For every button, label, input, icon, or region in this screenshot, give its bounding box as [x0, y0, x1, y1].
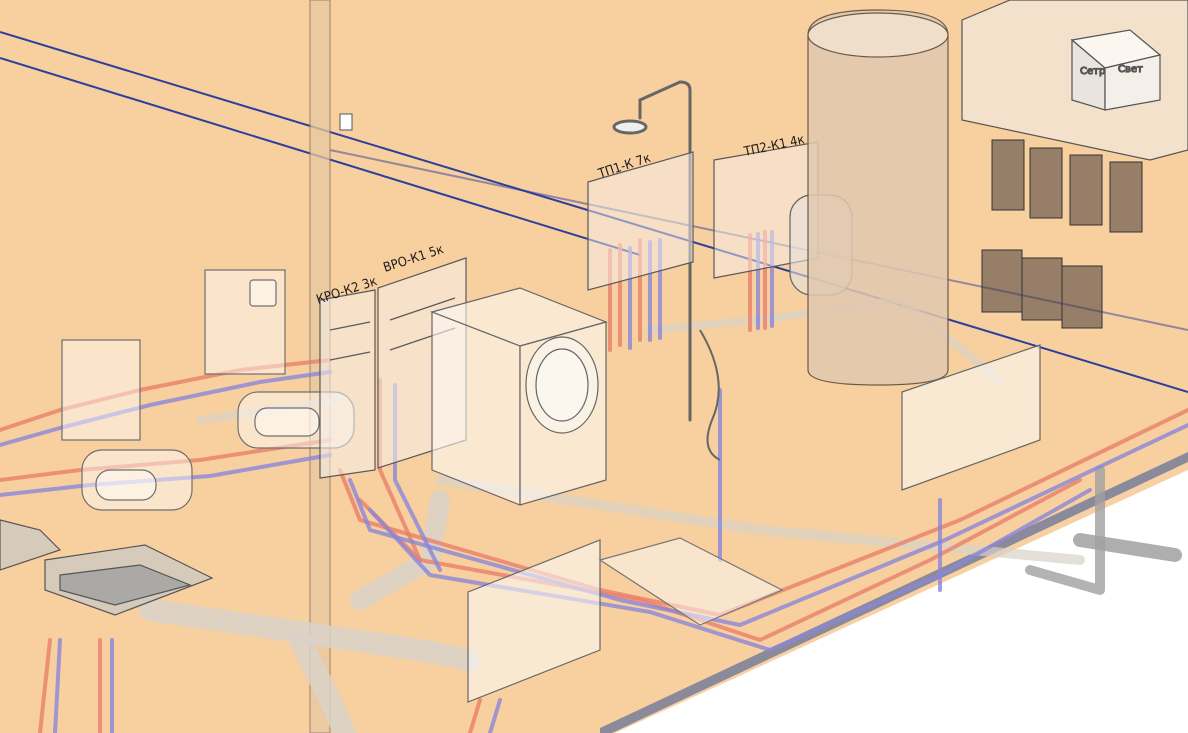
pump-group-icon [1029, 147, 1063, 219]
boiler-equipment: Сетр Свет [961, 0, 1188, 161]
water-tank-icon [807, 9, 949, 386]
water-tank [807, 9, 949, 386]
cold-water-pipe [0, 453, 332, 497]
cold-water-pipe [368, 488, 1092, 652]
pump-group-icon [981, 249, 1023, 313]
exterior-area [615, 470, 1188, 733]
pump-group-icon [1061, 265, 1103, 329]
cold-water-pipe [53, 638, 62, 733]
radiator-icon [901, 344, 1041, 491]
pump-group-icon [1021, 257, 1063, 321]
cold-water-pipe [488, 698, 502, 733]
boiler-label-a: Сетр [1080, 66, 1105, 77]
pump-groups [981, 139, 1143, 329]
manifold-cabinet-krd [319, 289, 376, 479]
cold-water-pipe [0, 370, 332, 447]
sink-left [0, 519, 214, 616]
supply-pipe [196, 396, 344, 424]
drain-pipe [1025, 465, 1105, 595]
sewer-pipe [139, 599, 481, 671]
shower-icon [612, 119, 648, 135]
pump-group-icon [991, 139, 1025, 211]
pump-group-icon [1069, 154, 1103, 226]
hot-water-pipe [338, 408, 1188, 617]
washing-machine [430, 287, 608, 506]
hot-water-pipe [38, 638, 52, 733]
boiler-label-b: Свет [1118, 64, 1143, 75]
hot-water-pipe [468, 698, 482, 733]
radiator-front [467, 539, 601, 703]
sewer-pipe [289, 629, 356, 733]
radiator-icon [467, 539, 601, 703]
pump-group-icon [1109, 161, 1143, 233]
manifold-cabinet-tp1 [587, 151, 694, 291]
radiator-right [901, 344, 1041, 491]
toilet-frame-left [61, 339, 193, 511]
shower-tray [598, 537, 784, 626]
slab-edge [600, 452, 1188, 733]
hot-water-pipe [0, 438, 332, 482]
shower [612, 80, 721, 461]
toilet-icon [81, 449, 193, 511]
